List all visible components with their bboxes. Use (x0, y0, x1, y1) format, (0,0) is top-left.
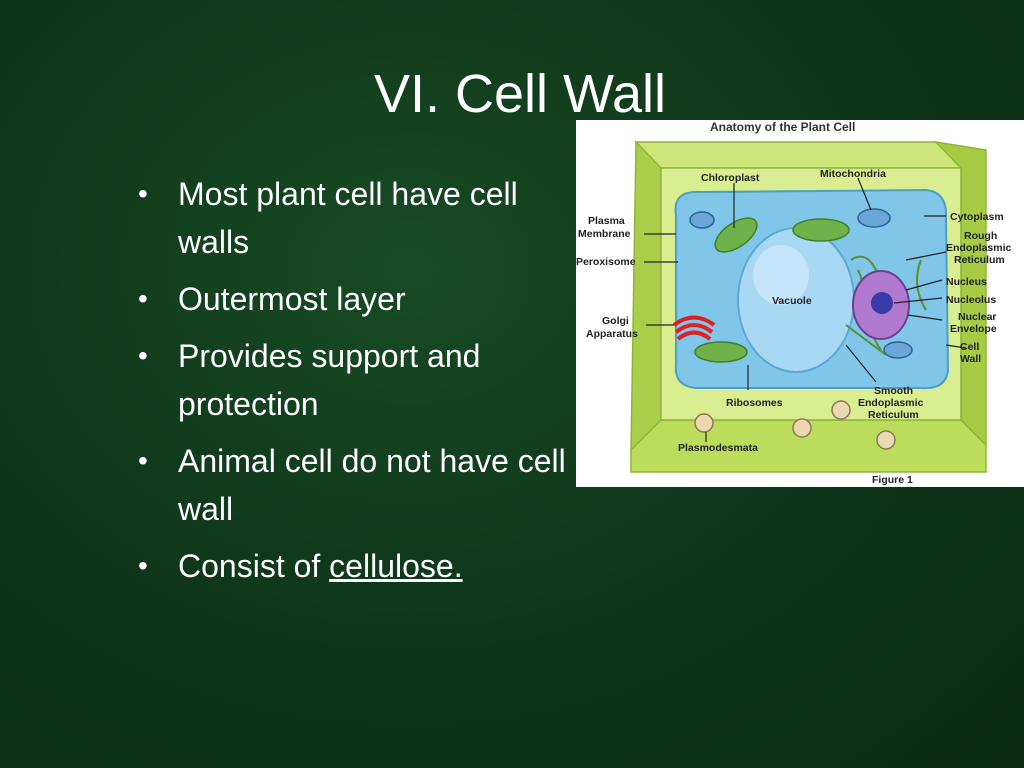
plant-cell-figure: Anatomy of the Plant Cell (576, 120, 1024, 487)
cellulose-link[interactable]: cellulose. (329, 548, 463, 584)
leader-lines (644, 177, 967, 442)
label-golgi-line2: Apparatus (586, 328, 638, 340)
label-vacuole: Vacuole (772, 295, 812, 307)
bullet-dot-icon: • (138, 340, 148, 371)
label-smooth-line2: Endoplasmic (858, 397, 924, 409)
label-mitochondria: Mitochondria (820, 168, 886, 180)
bullet-text: Most plant cell have cell walls (178, 176, 518, 260)
bullet-item: • Consist of cellulose. (138, 542, 578, 590)
nucleolus-shape (871, 292, 893, 314)
cell-wall-top (634, 141, 963, 169)
bullet-dot-icon: • (138, 445, 148, 476)
label-ribosomes: Ribosomes (726, 397, 783, 409)
label-rough-line2: Endoplasmic (946, 242, 1012, 254)
label-nuclear-line1: Nuclear (958, 311, 997, 323)
label-nucleus: Nucleus (946, 276, 987, 288)
mitochondria-shape (689, 211, 715, 229)
label-rough-line1: Rough (964, 230, 997, 242)
label-smooth-line3: Reticulum (868, 409, 919, 421)
bullet-dot-icon: • (138, 550, 148, 581)
bullet-text: Animal cell do not have cell wall (178, 443, 566, 527)
bullet-item: • Provides support and protection (138, 332, 578, 428)
figure-caption: Figure 1 (872, 474, 913, 486)
mitochondria-shape (857, 208, 891, 228)
vacuole-highlight (753, 245, 809, 305)
label-cellwall-line2: Wall (960, 353, 981, 365)
plasmodesma-pore (876, 430, 896, 450)
label-plasma-line1: Plasma (588, 215, 625, 227)
bullet-item: • Outermost layer (138, 275, 578, 323)
label-smooth-line1: Smooth (874, 385, 913, 397)
golgi-shape (672, 315, 716, 341)
plasmodesma-pore (792, 418, 812, 438)
chloroplast-shape (694, 341, 748, 363)
bullet-text: Provides support and protection (178, 338, 481, 422)
chloroplast-shape (792, 218, 850, 242)
bullet-item: • Animal cell do not have cell wall (138, 437, 578, 533)
cell-wall-left (630, 140, 662, 452)
label-nuclear-line2: Envelope (950, 323, 997, 335)
label-rough-line3: Reticulum (954, 254, 1005, 266)
bullet-dot-icon: • (138, 283, 148, 314)
plasmodesma-pore (831, 400, 851, 420)
bullet-dot-icon: • (138, 178, 148, 209)
label-golgi-line1: Golgi (602, 315, 629, 327)
bullet-list: • Most plant cell have cell walls • Outerm… (138, 170, 578, 599)
bullet-text: Outermost layer (178, 281, 406, 317)
bullet-item: • Most plant cell have cell walls (138, 170, 578, 266)
chloroplast-shape (714, 217, 758, 253)
mitochondria-shape (883, 341, 913, 359)
plasmodesma-pore (694, 413, 714, 433)
label-peroxisome: Peroxisome (576, 256, 636, 268)
label-chloroplast: Chloroplast (701, 172, 760, 184)
label-cellwall-line1: Cell (960, 341, 979, 353)
bullet-text-prefix: Consist of (178, 548, 330, 584)
figure-title: Anatomy of the Plant Cell (710, 120, 855, 134)
label-plasma-line2: Membrane (578, 228, 631, 240)
slide-title: VI. Cell Wall (373, 64, 667, 124)
label-plasmodesmata: Plasmodesmata (678, 442, 758, 454)
label-nucleolus: Nucleolus (946, 294, 996, 306)
label-cytoplasm: Cytoplasm (950, 211, 1004, 223)
plant-cell-diagram: Anatomy of the Plant Cell (576, 120, 1012, 486)
